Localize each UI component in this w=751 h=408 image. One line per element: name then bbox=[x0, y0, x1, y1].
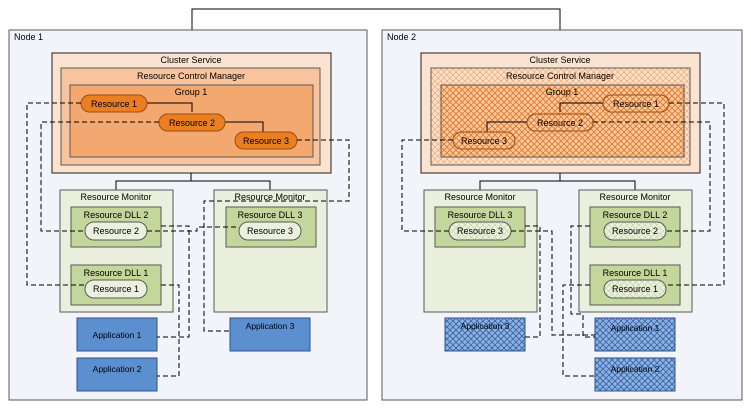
resource-3-instance-label: Resource 3 bbox=[247, 226, 293, 236]
application-1-label: Application 1 bbox=[611, 323, 660, 333]
resource-monitor-label: Resource Monitor bbox=[444, 192, 515, 202]
resource-1-instance bbox=[84, 279, 148, 299]
node-1-title: Node 1 bbox=[14, 32, 43, 42]
resource-link bbox=[486, 121, 527, 132]
resource-dll-3-label: Resource DLL 3 bbox=[238, 210, 303, 220]
group-label: Group 1 bbox=[546, 87, 579, 97]
resource-dll-3-label: Resource DLL 3 bbox=[448, 210, 513, 220]
resource-1-instance-label: Resource 1 bbox=[612, 284, 658, 294]
application-3-box bbox=[229, 317, 311, 352]
resource-3-label: Resource 3 bbox=[243, 136, 289, 146]
resource-2-label: Resource 2 bbox=[169, 118, 215, 128]
resource-3-instance bbox=[238, 221, 302, 241]
application-3-label: Application 3 bbox=[461, 321, 510, 331]
resource-1-label: Resource 1 bbox=[91, 99, 137, 109]
resource-dll-2-label: Resource DLL 2 bbox=[84, 210, 149, 220]
resource-2-instance-label: Resource 2 bbox=[93, 226, 139, 236]
application-3-label: Application 3 bbox=[246, 321, 295, 331]
application-1-label: Application 1 bbox=[93, 330, 142, 340]
resource-monitor-label: Resource Monitor bbox=[234, 192, 305, 202]
monitor-link bbox=[191, 180, 271, 190]
application-2-box bbox=[594, 357, 676, 392]
resource-link bbox=[559, 102, 603, 112]
resource-link bbox=[147, 102, 193, 112]
cluster-service-label: Cluster Service bbox=[529, 55, 590, 65]
node-2: Node 2 Cluster Service Resource Control … bbox=[381, 29, 743, 401]
cluster-service-label: Cluster Service bbox=[160, 55, 221, 65]
resource-1-label: Resource 1 bbox=[613, 99, 659, 109]
application-1-box bbox=[76, 317, 158, 352]
monitor-link bbox=[115, 173, 192, 190]
resource-monitor-label: Resource Monitor bbox=[80, 192, 151, 202]
resource-1-instance-label: Resource 1 bbox=[93, 284, 139, 294]
group-label: Group 1 bbox=[175, 87, 208, 97]
application-2-label: Application 2 bbox=[611, 364, 660, 374]
application-3-box bbox=[444, 317, 526, 352]
application-2-label: Application 2 bbox=[93, 364, 142, 374]
resource-3-instance-label: Resource 3 bbox=[457, 226, 503, 236]
node-1: Node 1 Cluster Service Resource Control … bbox=[8, 29, 368, 401]
resource-dll-1-label: Resource DLL 1 bbox=[84, 268, 149, 278]
rcm-label: Resource Control Manager bbox=[506, 71, 614, 81]
resource-dll-1-label: Resource DLL 1 bbox=[603, 268, 668, 278]
node-2-title: Node 2 bbox=[387, 32, 416, 42]
node-link-line bbox=[191, 8, 561, 37]
dashed-connectors bbox=[401, 102, 725, 377]
application-1-box bbox=[594, 317, 676, 352]
application-2-box bbox=[76, 357, 158, 392]
resource-monitor-label: Resource Monitor bbox=[599, 192, 670, 202]
dashed-connectors bbox=[26, 102, 350, 377]
resource-dll-2-label: Resource DLL 2 bbox=[603, 210, 668, 220]
rcm-label: Resource Control Manager bbox=[137, 71, 245, 81]
resource-link bbox=[225, 121, 264, 132]
resource-2-instance bbox=[603, 221, 667, 241]
resource-2-label: Resource 2 bbox=[537, 118, 583, 128]
resource-1-instance bbox=[603, 279, 667, 299]
resource-2-instance-label: Resource 2 bbox=[612, 226, 658, 236]
resource-3-label: Resource 3 bbox=[461, 136, 507, 146]
monitor-link bbox=[560, 180, 636, 190]
monitor-link bbox=[479, 173, 561, 190]
